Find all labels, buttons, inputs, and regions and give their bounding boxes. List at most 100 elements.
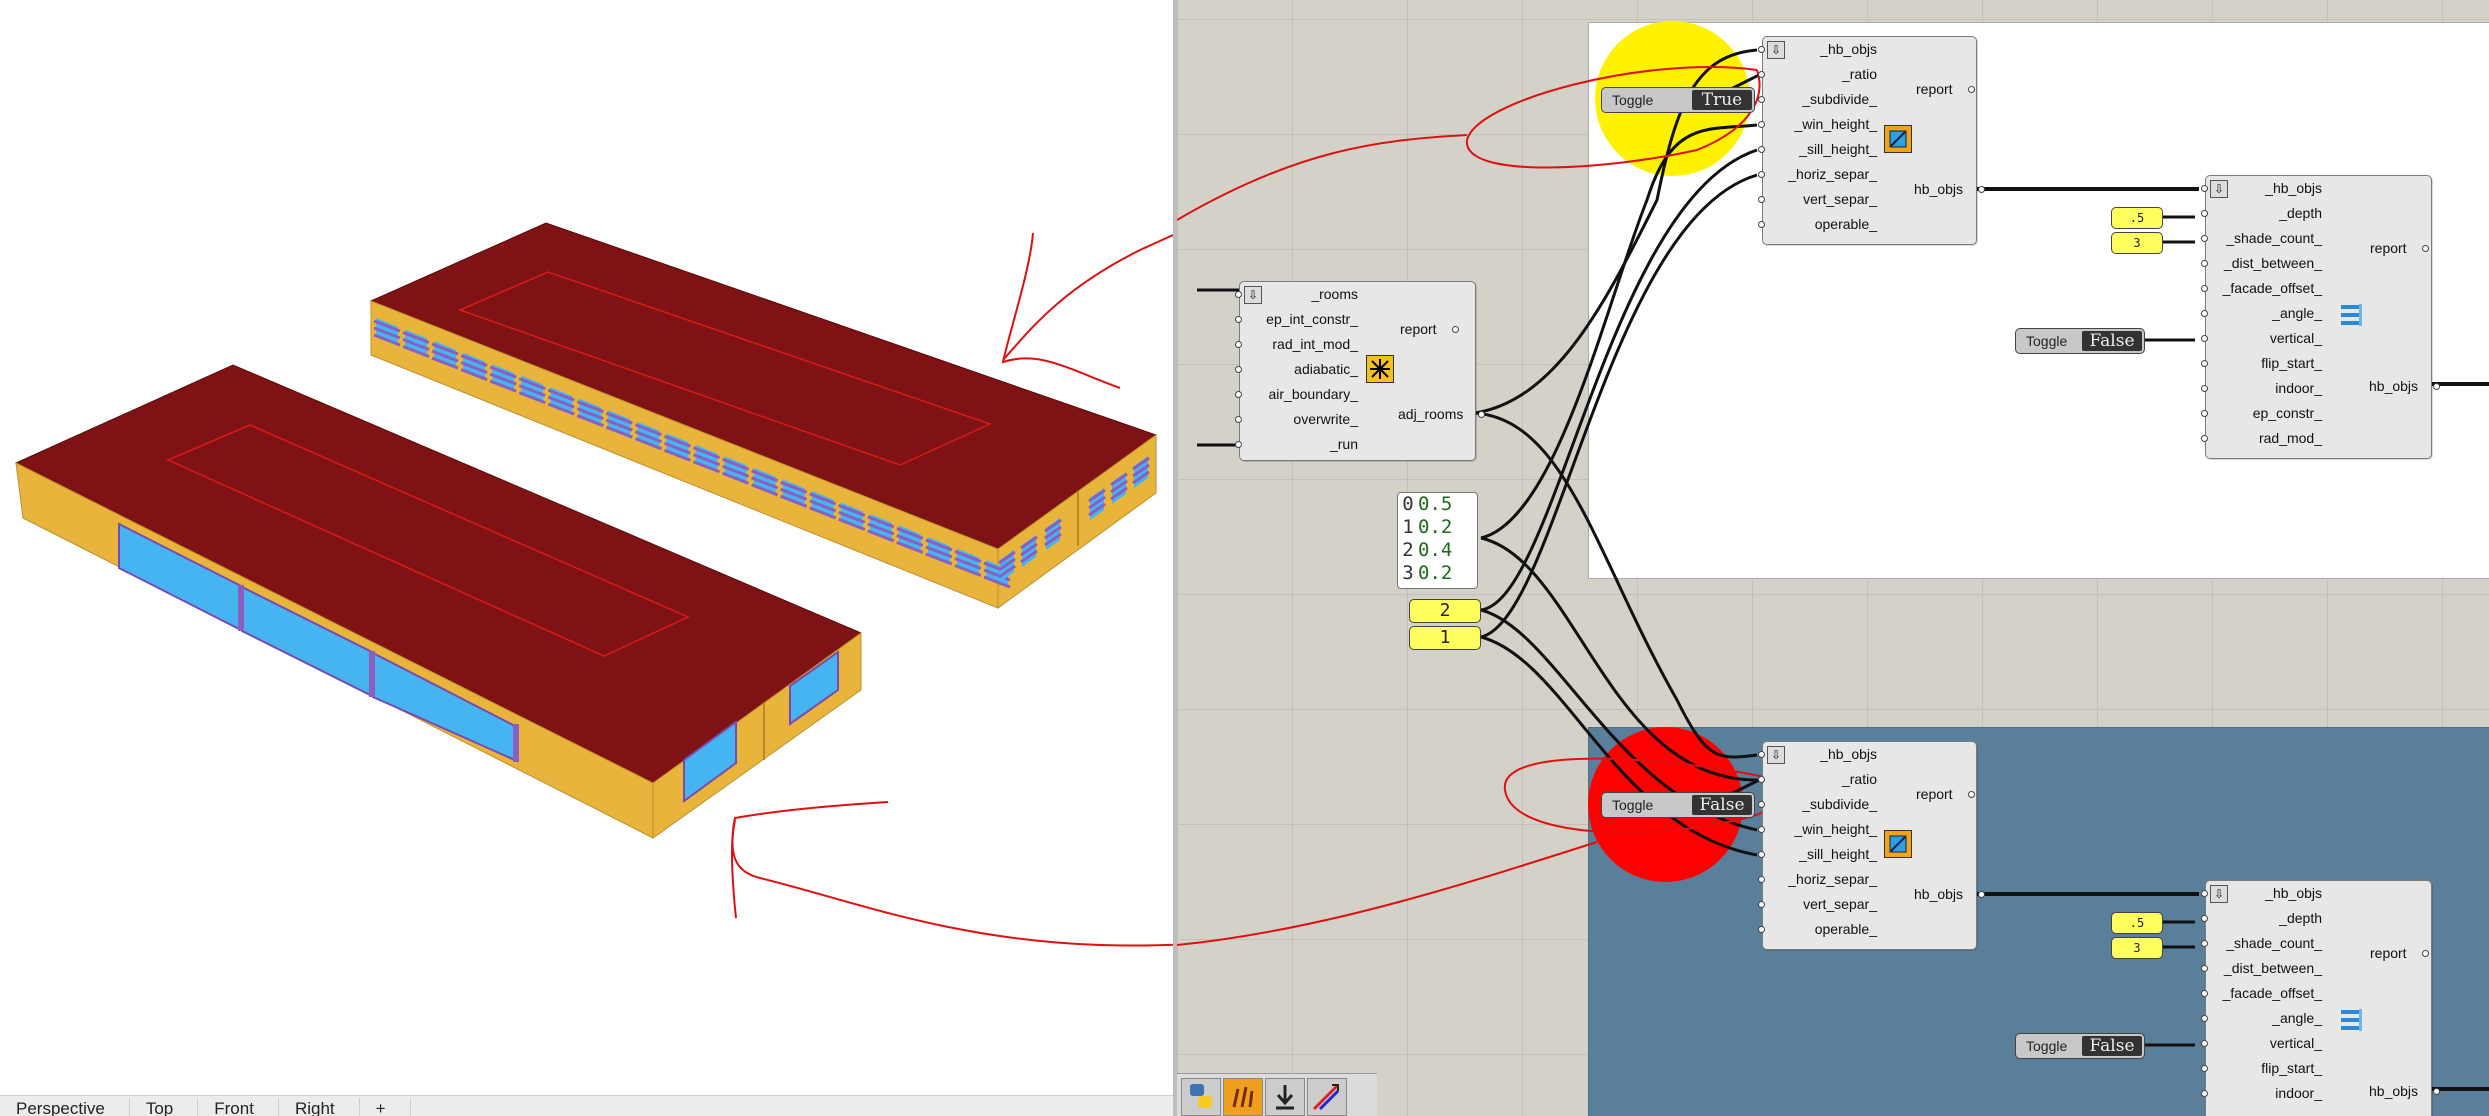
output-report[interactable]: report (2370, 941, 2428, 966)
output-hb-objs[interactable]: hb_objs (2369, 374, 2441, 399)
input-horiz-separ[interactable]: _horiz_separ_ (1758, 162, 1877, 187)
output-adj-rooms[interactable]: adj_rooms (1398, 402, 1486, 427)
window-shade-group (489, 364, 517, 393)
input-ep-int-constr[interactable]: ep_int_constr_ (1235, 307, 1358, 332)
toggle-value[interactable]: True (1692, 90, 1752, 110)
sill-height-slider[interactable]: 1 (1409, 626, 1481, 650)
input-win-height[interactable]: _win_height_ (1758, 817, 1877, 842)
subdivide-toggle-top[interactable]: Toggle True (1601, 87, 1755, 113)
depth-slider-top[interactable]: .5 (2111, 207, 2163, 229)
output-report[interactable]: report (2370, 236, 2428, 261)
tab-right[interactable]: Right (279, 1098, 360, 1116)
input-shade-count[interactable]: _shade_count_ (2201, 226, 2322, 251)
ladybug-icon[interactable] (1223, 1078, 1263, 1116)
input-ratio[interactable]: _ratio (1758, 767, 1877, 792)
window-shade-group (373, 318, 401, 347)
tab-front[interactable]: Front (198, 1098, 279, 1116)
download-icon[interactable] (1265, 1078, 1305, 1116)
viewport-tabs: Perspective Top Front Right + (0, 1095, 1173, 1116)
output-hb-objs[interactable]: hb_objs (2369, 1079, 2441, 1104)
output-hb-objs[interactable]: hb_objs (1914, 882, 1986, 907)
input-facade-offset[interactable]: _facade_offset_ (2201, 276, 2322, 301)
rhino-viewport[interactable]: Perspective Top Front Right + (0, 0, 1173, 1116)
win-height-slider[interactable]: 2 (1409, 599, 1481, 623)
input-hb-objs[interactable]: _hb_objs (1758, 742, 1877, 767)
vertical-toggle-top[interactable]: Toggle False (2015, 328, 2145, 354)
arrow-tool-icon[interactable] (1307, 1078, 1347, 1116)
input-rooms[interactable]: _rooms (1235, 282, 1358, 307)
adjacency-icon (1366, 355, 1394, 383)
input-hb-objs[interactable]: _hb_objs (2201, 881, 2322, 906)
input-hb-objs[interactable]: _hb_objs (1758, 37, 1877, 62)
depth-slider-bottom[interactable]: .5 (2111, 912, 2163, 934)
input-overwrite[interactable]: overwrite_ (1235, 407, 1358, 432)
input-angle[interactable]: _angle_ (2201, 1006, 2322, 1031)
download-icon: ⇩ (2210, 180, 2228, 198)
input-hb-objs[interactable]: _hb_objs (2201, 176, 2322, 201)
input-angle[interactable]: _angle_ (2201, 301, 2322, 326)
input-depth[interactable]: _depth (2201, 906, 2322, 931)
toggle-value[interactable]: False (1692, 795, 1752, 815)
viewport-splitter[interactable] (1173, 0, 1177, 1116)
input-rad-int-mod[interactable]: rad_int_mod_ (1235, 332, 1358, 357)
aperture-icon (1884, 125, 1912, 153)
output-report[interactable]: report (1916, 77, 1974, 102)
input-indoor[interactable]: indoor_ (2201, 376, 2322, 401)
input-flip-start[interactable]: flip_start_ (2201, 1056, 2322, 1081)
toggle-value[interactable]: False (2082, 331, 2142, 351)
louver-shades-bottom-component[interactable]: ⇩ _hb_objs _depth _shade_count_ _dist_be… (2201, 880, 2441, 1116)
input-sill-height[interactable]: _sill_height_ (1758, 137, 1877, 162)
upper-window-shades (373, 318, 1150, 589)
input-ratio[interactable]: _ratio (1758, 62, 1877, 87)
input-ep-constr[interactable]: ep_constr_ (2201, 401, 2322, 426)
apertures-by-ratio-bottom-component[interactable]: ⇩ _hb_objs _ratio _subdivide_ _win_heigh… (1758, 741, 1986, 950)
input-horiz-separ[interactable]: _horiz_separ_ (1758, 867, 1877, 892)
lower-side-window-1 (683, 720, 737, 803)
shade-count-slider-bottom[interactable]: 3 (2111, 937, 2163, 959)
input-vertical[interactable]: vertical_ (2201, 326, 2322, 351)
output-report[interactable]: report (1916, 782, 1974, 807)
input-shade-count[interactable]: _shade_count_ (2201, 931, 2322, 956)
window-shade-group (576, 398, 604, 428)
side-window-shade-group (1088, 488, 1106, 520)
tab-top[interactable]: Top (130, 1098, 199, 1116)
input-vert-separ[interactable]: vert_separ_ (1758, 187, 1877, 212)
toggle-value[interactable]: False (2082, 1036, 2142, 1056)
input-operable[interactable]: operable_ (1758, 212, 1877, 237)
solve-adjacency-component[interactable]: ⇩ _rooms ep_int_constr_ rad_int_mod_ adi… (1235, 281, 1486, 461)
input-win-height[interactable]: _win_height_ (1758, 112, 1877, 137)
input-rad-mod[interactable]: rad_mod_ (2201, 426, 2322, 451)
louver-shades-top-component[interactable]: ⇩ _hb_objs _depth _shade_count_ _dist_be… (2201, 175, 2441, 459)
input-adiabatic[interactable]: adiabatic_ (1235, 357, 1358, 382)
input-dist-between[interactable]: _dist_between_ (2201, 251, 2322, 276)
python-icon[interactable] (1181, 1078, 1221, 1116)
building-model-drawing (14, 222, 1173, 947)
apertures-by-ratio-top-component[interactable]: ⇩ _hb_objs _ratio _subdivide_ _win_heigh… (1758, 36, 1986, 245)
output-report[interactable]: report (1400, 317, 1458, 342)
input-operable[interactable]: operable_ (1758, 917, 1877, 942)
input-flip-start[interactable]: flip_start_ (2201, 351, 2322, 376)
tab-perspective[interactable]: Perspective (0, 1098, 130, 1116)
input-subdivide[interactable]: _subdivide_ (1758, 87, 1877, 112)
shade-count-slider-top[interactable]: 3 (2111, 232, 2163, 254)
input-facade-offset[interactable]: _facade_offset_ (2201, 981, 2322, 1006)
input-subdivide[interactable]: _subdivide_ (1758, 792, 1877, 817)
output-hb-objs[interactable]: hb_objs (1914, 177, 1986, 202)
add-viewport-tab[interactable]: + (360, 1098, 411, 1116)
subdivide-toggle-bottom[interactable]: Toggle False (1601, 792, 1755, 818)
input-dist-between[interactable]: _dist_between_ (2201, 956, 2322, 981)
side-window-shade-group (1132, 456, 1150, 488)
input-indoor[interactable]: indoor_ (2201, 1081, 2322, 1106)
input-air-boundary[interactable]: air_boundary_ (1235, 382, 1358, 407)
vertical-toggle-bottom[interactable]: Toggle False (2015, 1033, 2145, 1059)
input-run[interactable]: _run (1235, 432, 1358, 457)
annotation-loop-top (1465, 66, 1761, 169)
input-sill-height[interactable]: _sill_height_ (1758, 842, 1877, 867)
annotation-arrow-upper (1002, 233, 1173, 361)
input-vert-separ[interactable]: vert_separ_ (1758, 892, 1877, 917)
grasshopper-canvas[interactable]: ⇩ _rooms ep_int_constr_ rad_int_mod_ adi… (1177, 0, 2489, 1116)
input-vertical[interactable]: vertical_ (2201, 1031, 2322, 1056)
input-depth[interactable]: _depth (2201, 201, 2322, 226)
